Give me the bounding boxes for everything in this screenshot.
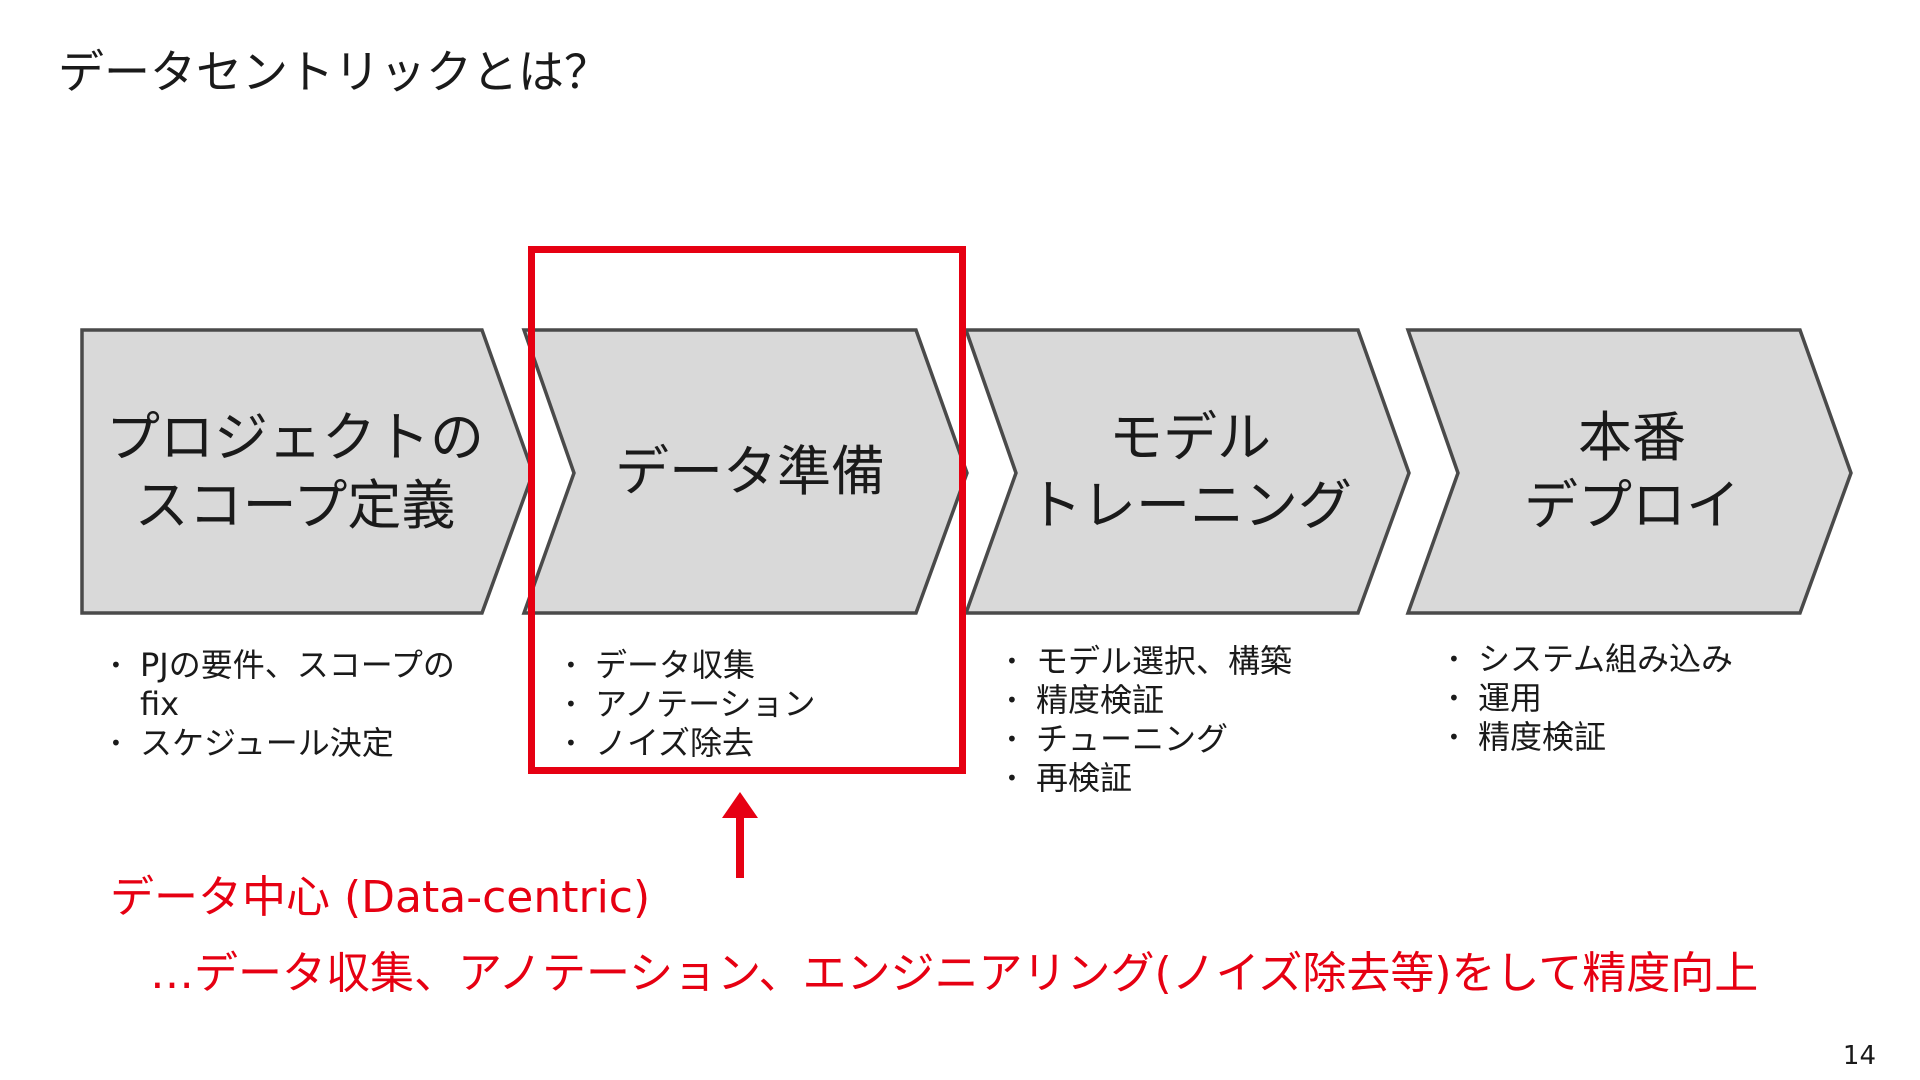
step-4-bullet-list: システム組み込み 運用 精度検証 <box>1446 640 1826 757</box>
step-4-label-line-1: 本番 <box>1578 406 1686 469</box>
step-1-bullet-list: PJの要件、スコープのfix スケジュール決定 <box>108 646 488 763</box>
step-1-label: プロジェクトの スコープ定義 <box>90 338 500 606</box>
step-2-bullet-2: アノテーション <box>563 685 943 724</box>
step-2-label-line-1: データ準備 <box>615 440 885 503</box>
data-preparation-highlight-box <box>528 246 966 774</box>
step-4-bullet-1: システム組み込み <box>1446 640 1826 679</box>
step-4-bullet-2: 運用 <box>1446 679 1826 718</box>
chevron-step-4 <box>1405 328 1853 615</box>
step-2-bullet-1: データ収集 <box>563 646 943 685</box>
page-number: 14 <box>1842 1041 1876 1071</box>
step-1-bullet-2: スケジュール決定 <box>108 724 488 763</box>
chevron-step-3 <box>963 328 1411 615</box>
up-arrow-icon <box>722 792 758 878</box>
step-3-bullet-list: モデル選択、構築 精度検証 チューニング 再検証 <box>1004 642 1384 798</box>
step-3-bullet-3: チューニング <box>1004 720 1384 759</box>
step-2-label: データ準備 <box>560 338 940 606</box>
step-3-bullet-1: モデル選択、構築 <box>1004 642 1384 681</box>
step-4-label-line-2: デプロイ <box>1524 474 1740 537</box>
step-1-label-line-2: スコープ定義 <box>134 474 456 537</box>
step-1-label-line-1: プロジェクトの <box>106 406 484 469</box>
step-2-bullet-3: ノイズ除去 <box>563 724 943 763</box>
step-3-bullet-4: 再検証 <box>1004 759 1384 798</box>
callout-detail: …データ収集、アノテーション、エンジニアリング(ノイズ除去等)をして精度向上 <box>150 948 1759 999</box>
step-1-bullet-1: PJの要件、スコープのfix <box>108 646 488 724</box>
step-4-label: 本番 デプロイ <box>1442 338 1822 606</box>
step-3-label-line-1: モデル <box>1109 406 1271 469</box>
step-3-label: モデル トレーニング <box>1000 338 1380 606</box>
callout-heading: データ中心 (Data-centric) <box>110 872 651 923</box>
step-4-bullet-3: 精度検証 <box>1446 718 1826 757</box>
step-2-bullet-list: データ収集 アノテーション ノイズ除去 <box>563 646 943 763</box>
slide-title: データセントリックとは？ <box>58 45 610 99</box>
step-3-label-line-2: トレーニング <box>1028 474 1352 537</box>
step-3-bullet-2: 精度検証 <box>1004 681 1384 720</box>
chevron-step-2 <box>521 328 969 615</box>
chevron-step-1 <box>80 328 535 615</box>
